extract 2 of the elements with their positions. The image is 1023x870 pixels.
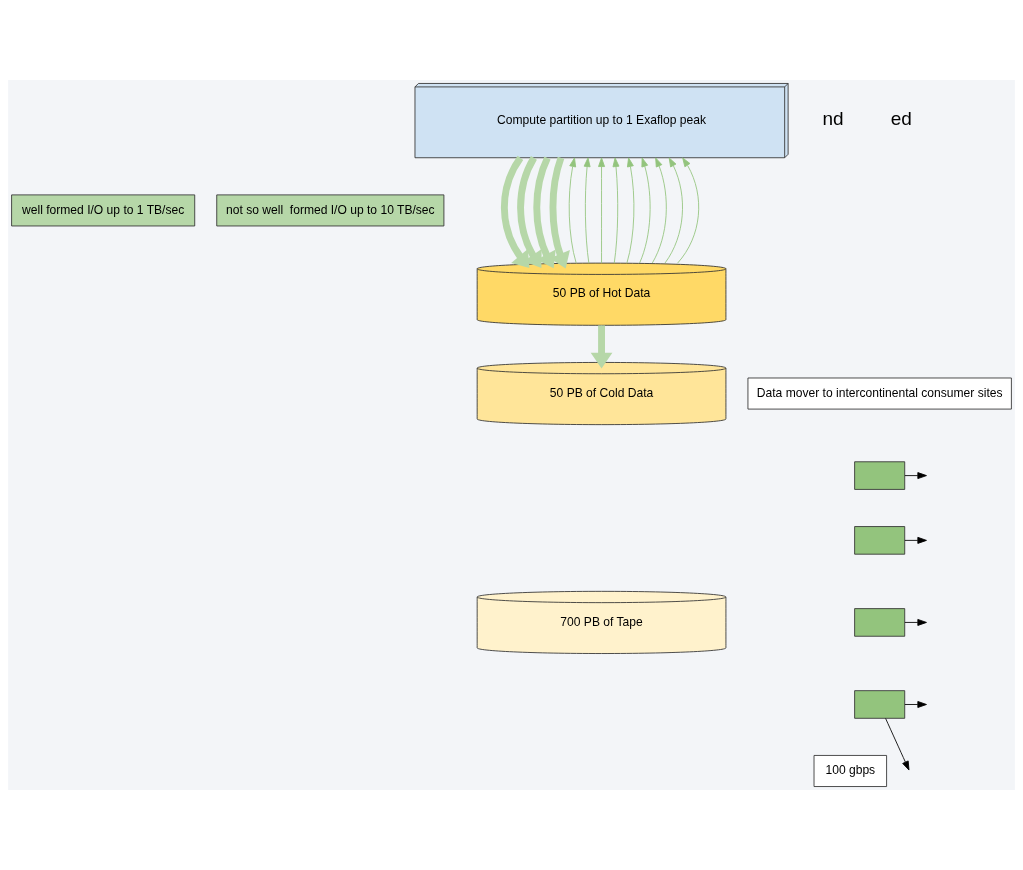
label: nd [822,108,844,130]
label: ed [890,108,912,130]
